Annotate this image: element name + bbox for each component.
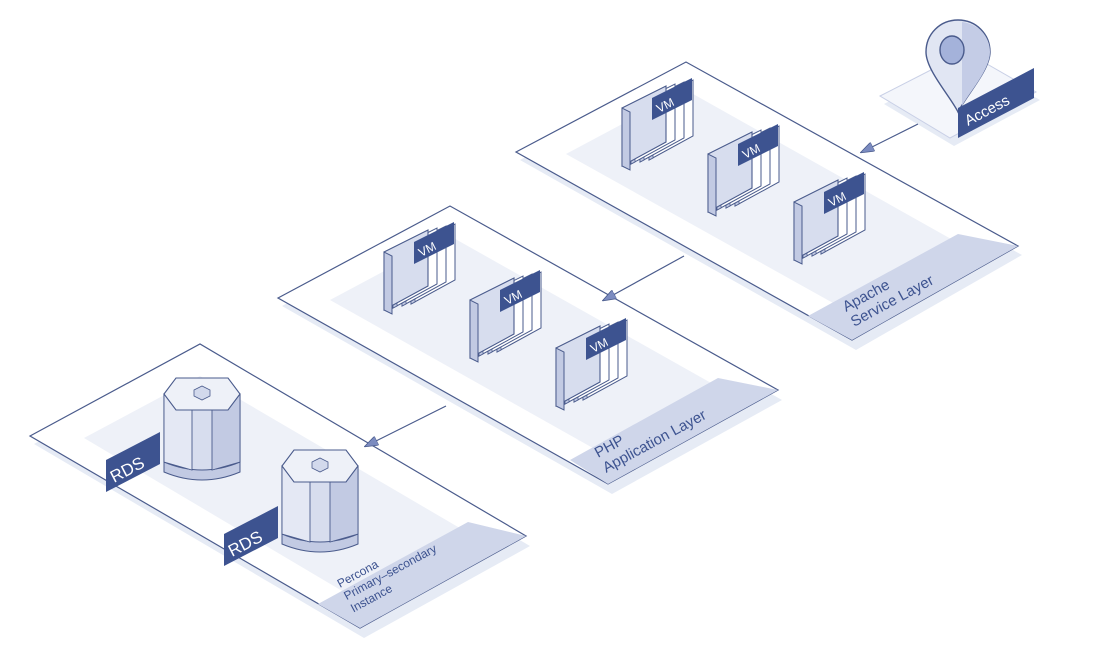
apache-label-footer	[808, 234, 1018, 340]
vm-badge: VM	[824, 172, 864, 214]
vm-server-stack: VM	[621, 78, 694, 171]
vm-server-stack: VM	[383, 222, 456, 315]
vm-server-stack: VM	[469, 270, 542, 363]
rds-database: RDS	[224, 449, 359, 566]
vm-badge: VM	[586, 318, 626, 360]
access-node: Access	[878, 19, 1040, 146]
vm-badge: VM	[414, 222, 454, 264]
vm-server-stack: VM	[793, 172, 866, 265]
vm-servers: VM VM VM VM VM VM	[383, 78, 866, 411]
arrow-apache-to-php	[604, 255, 685, 300]
vm-server-stack: VM	[555, 318, 628, 411]
percona-label-footer	[318, 522, 526, 628]
arrow-access-to-apache	[862, 123, 919, 152]
map-pin-icon	[925, 19, 991, 114]
flow-arrows	[366, 123, 919, 446]
arrow-php-to-percona	[366, 405, 447, 446]
rds-database: RDS	[106, 377, 241, 492]
vm-badge: VM	[738, 124, 778, 166]
vm-badge: VM	[652, 78, 692, 120]
vm-badge: VM	[500, 270, 540, 312]
php-label-footer	[570, 378, 778, 484]
vm-server-stack: VM	[707, 124, 780, 217]
